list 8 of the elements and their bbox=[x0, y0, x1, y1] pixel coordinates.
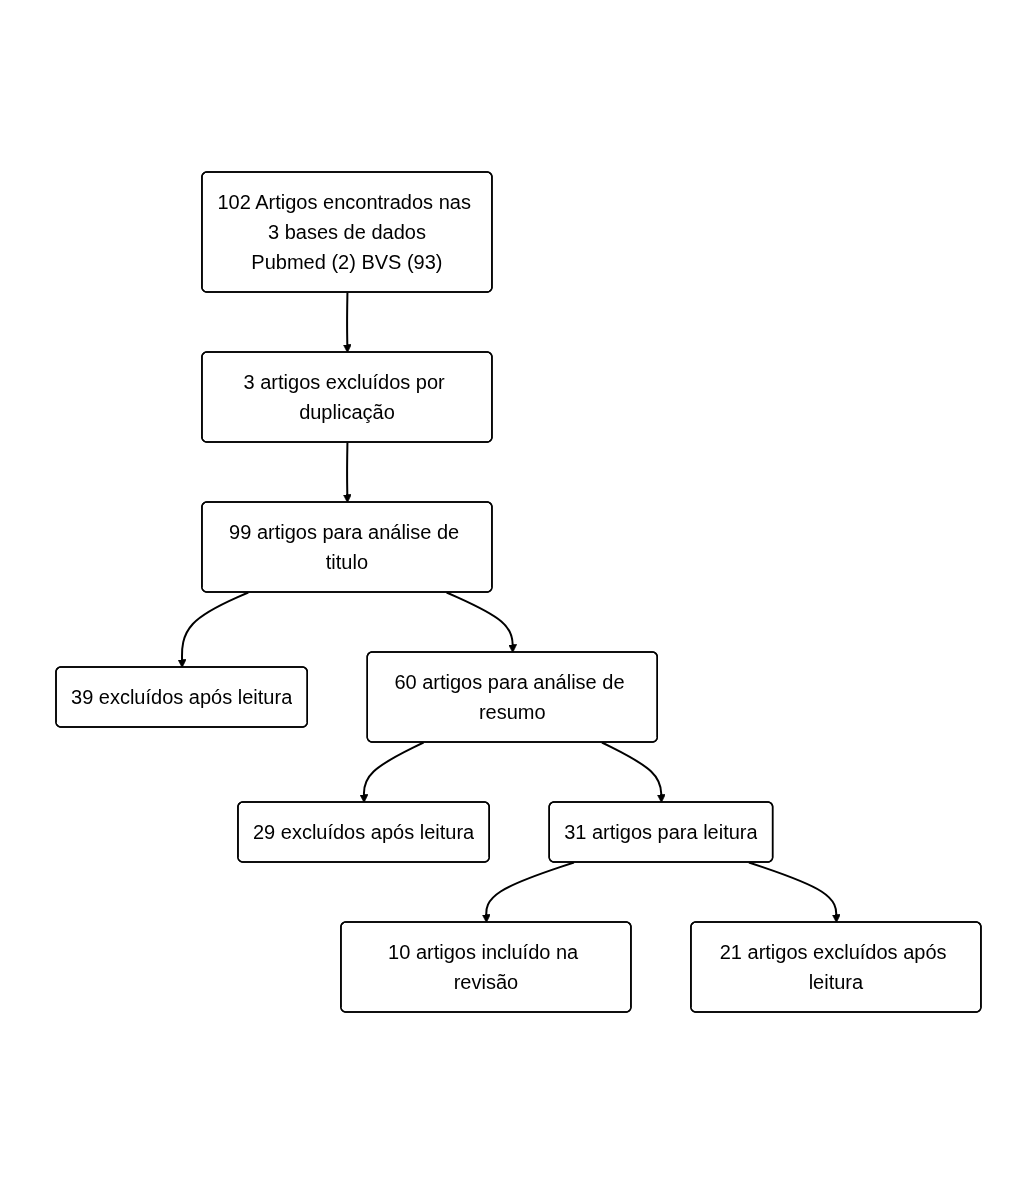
arrow bbox=[177, 591, 249, 668]
arrow bbox=[359, 741, 425, 803]
arrow bbox=[481, 861, 575, 923]
arrow bbox=[600, 741, 666, 803]
arrow bbox=[445, 591, 517, 653]
arrow bbox=[747, 861, 841, 923]
arrow bbox=[342, 441, 352, 503]
arrow bbox=[342, 291, 352, 353]
